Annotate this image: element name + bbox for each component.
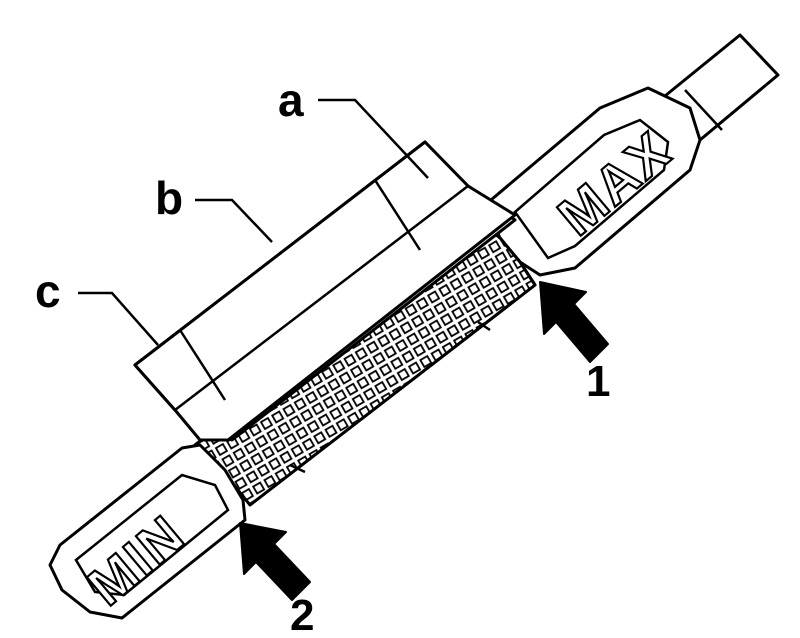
leader-a [318, 98, 429, 179]
arrow-2 [239, 522, 311, 601]
arrow-1 [539, 281, 609, 363]
leader-lines [78, 98, 429, 346]
callout-c: c [35, 265, 61, 317]
max-end-cap: MAX [483, 86, 702, 277]
callout-a: a [278, 74, 304, 126]
sliding-band [133, 140, 517, 442]
callout-1: 1 [586, 357, 610, 406]
callout-b: b [155, 172, 183, 224]
leader-b [195, 198, 273, 243]
min-end-cap: MIN [48, 443, 247, 620]
callout-2: 2 [290, 591, 314, 638]
leader-c [78, 291, 159, 346]
